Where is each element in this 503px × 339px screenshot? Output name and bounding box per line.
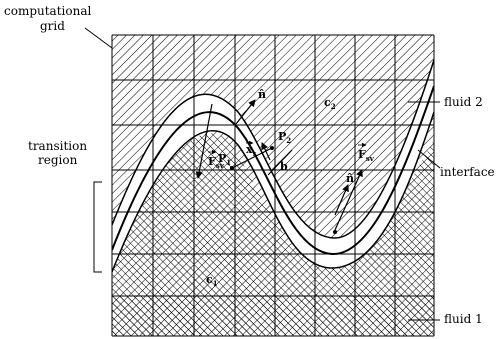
n-hat-arrow-right	[334, 184, 349, 216]
p2-label: P2	[278, 130, 291, 145]
b-label: b	[280, 160, 288, 173]
fluid1-region	[112, 133, 434, 336]
computational-grid-label-2: grid	[40, 19, 65, 33]
transition-band	[112, 60, 434, 272]
interface-leader	[417, 149, 441, 169]
p1-p2-line	[231, 147, 273, 169]
band-upper-edge	[112, 59, 434, 239]
b-line	[267, 149, 293, 176]
xs-label: xs	[246, 143, 257, 158]
bottom-band	[112, 296, 434, 336]
fsv-right-label: Fsv	[358, 148, 375, 163]
c1-label: c1	[206, 273, 218, 288]
computational-grid	[111, 34, 435, 337]
n-hat-right-label: n̂	[346, 172, 354, 185]
c2-label: c2	[324, 96, 336, 111]
grid-leader	[84, 27, 113, 49]
fluid2-label: fluid 2	[444, 95, 483, 109]
fluid1-label: fluid 1	[444, 312, 483, 326]
p1-point	[230, 166, 234, 170]
transition-bracket	[93, 181, 102, 273]
computational-grid-label-1: computational	[4, 4, 91, 18]
transition-region-label-1: transition	[28, 139, 87, 153]
fsv-left-label: Fsv	[208, 155, 225, 170]
n-hat-arrow-top	[235, 99, 256, 125]
interface-curve	[112, 85, 434, 256]
p2-point	[270, 146, 274, 150]
interface-label: interface	[440, 165, 495, 179]
interface-point	[333, 230, 337, 234]
transition-region-label-2: region	[38, 153, 78, 167]
band-lower-edge	[112, 111, 434, 273]
fsv-arrow-right	[334, 169, 363, 231]
n-hat-top-label: n̂	[258, 88, 266, 101]
fsv-arrow-left	[195, 103, 213, 179]
p1-label: P1	[218, 152, 231, 167]
